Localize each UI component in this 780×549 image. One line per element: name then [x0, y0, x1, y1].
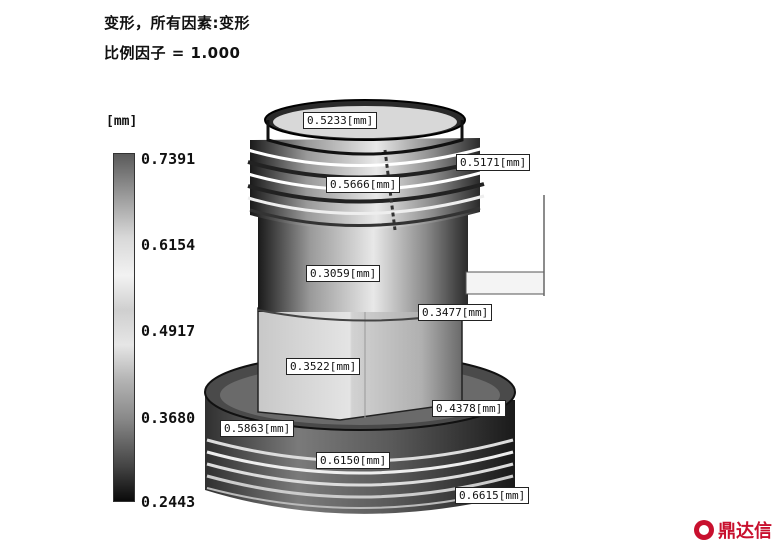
deformation-label: 0.5171[mm]: [456, 154, 531, 171]
deformation-label: 0.6615[mm]: [455, 487, 530, 504]
deformation-label: 0.3477[mm]: [418, 304, 493, 321]
side-pipe: [465, 195, 545, 296]
deformation-label: 0.3059[mm]: [306, 265, 381, 282]
legend-tick: 0.6154: [141, 236, 196, 254]
legend-tick-max: 0.7391: [141, 150, 196, 168]
result-title: 变形，所有因素:变形: [104, 14, 250, 32]
color-scale-bar: [113, 153, 135, 502]
deformation-label: 0.5666[mm]: [326, 176, 401, 193]
watermark: 鼎达信: [694, 517, 772, 543]
deformation-label: 0.6150[mm]: [316, 452, 391, 469]
legend-tick-min: 0.2443: [141, 493, 196, 511]
scale-factor-label: 比例因子 = 1.000: [104, 44, 241, 62]
legend-tick: 0.3680: [141, 409, 196, 427]
deformation-label: 0.3522[mm]: [286, 358, 361, 375]
legend-unit: [mm]: [106, 114, 138, 129]
watermark-text: 鼎达信: [718, 521, 772, 542]
deformation-label: 0.5233[mm]: [303, 112, 378, 129]
brand-logo-icon: [694, 520, 714, 540]
legend-tick: 0.4917: [141, 322, 196, 340]
deformation-label: 0.4378[mm]: [432, 400, 507, 417]
deformation-label: 0.5863[mm]: [220, 420, 295, 437]
